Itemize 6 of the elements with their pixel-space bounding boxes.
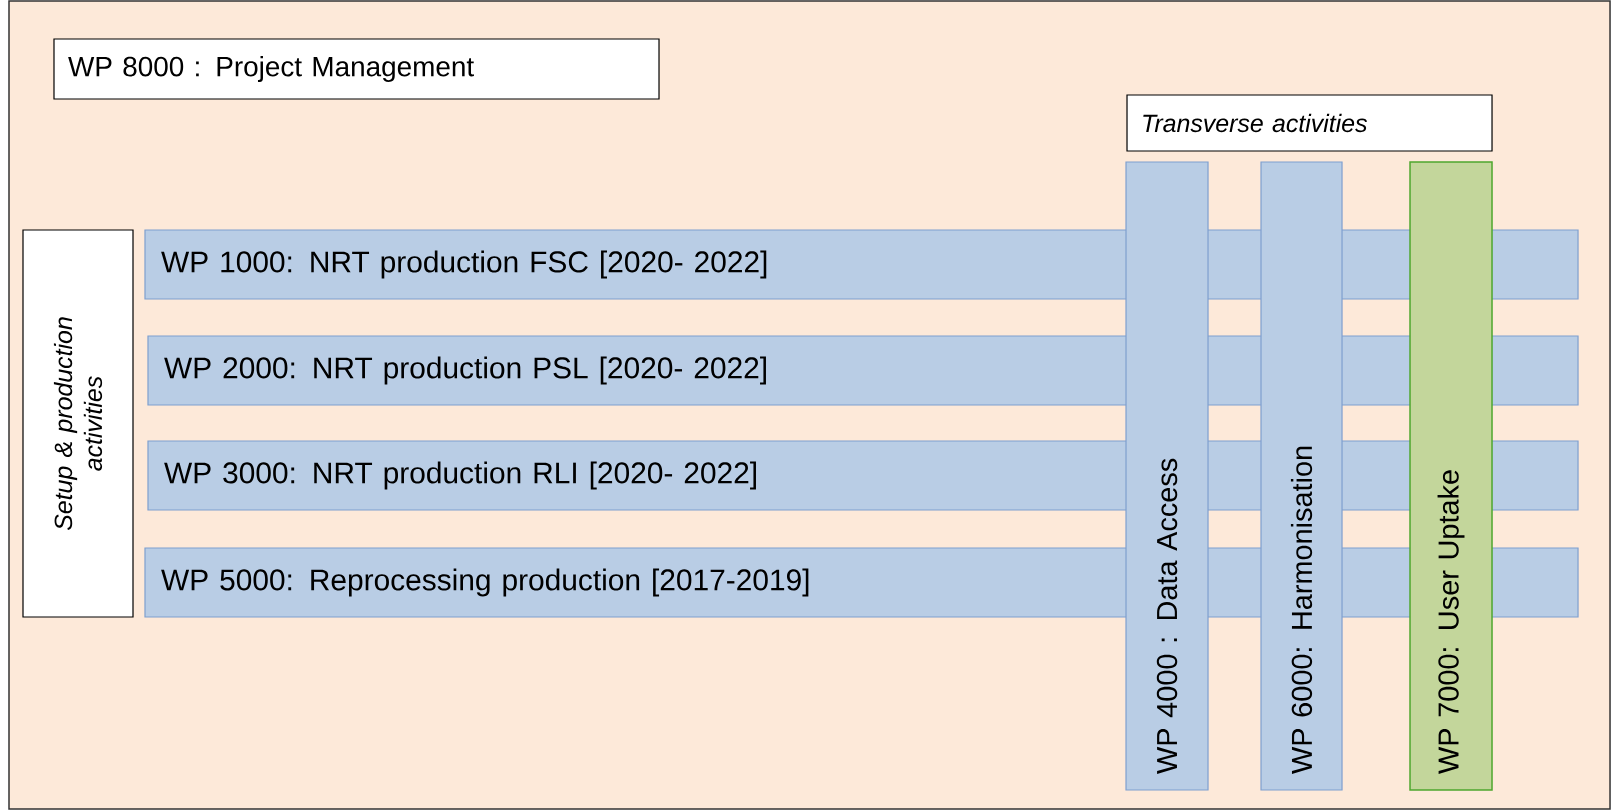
group-box: Setup & production activities bbox=[22, 229, 134, 618]
title-box: WP 8000 : Project Management bbox=[53, 38, 660, 100]
work-package-bar: WP 4000 : Data Access bbox=[1125, 161, 1209, 791]
work-package-bar: WP 6000: Harmonisation bbox=[1260, 161, 1343, 791]
work-package-bar: WP 7000: User Uptake bbox=[1409, 161, 1493, 791]
heading-box: Transverse activities bbox=[1126, 94, 1493, 152]
